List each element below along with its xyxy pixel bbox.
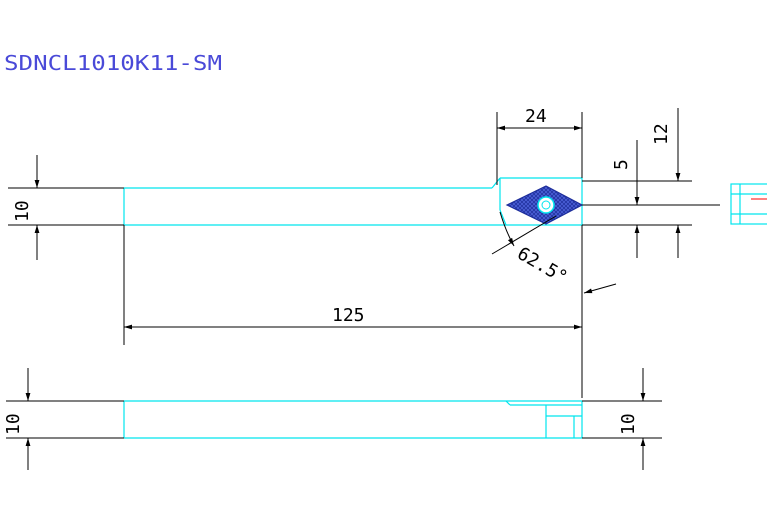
dim-10-bottom-right-label: 10 (618, 413, 639, 435)
dim-12-label: 12 (651, 123, 672, 145)
drawing-title: SDNCL1010K11-SM (4, 51, 222, 75)
insert-hole-inner (541, 200, 551, 210)
insert-hole (537, 196, 555, 214)
dim-10-bottom-left-label: 10 (3, 413, 24, 435)
dim-125-label: 125 (332, 305, 365, 326)
side-dimensions (6, 368, 662, 470)
side-view-outline (123, 400, 583, 439)
dim-10-top-label: 10 (12, 200, 33, 222)
dim-angle-label: 62.5° (514, 243, 571, 288)
dim-5-label: 5 (611, 159, 632, 170)
top-dimensions (8, 108, 720, 398)
dim-24-label: 24 (525, 106, 547, 127)
top-view-outline (123, 177, 767, 226)
